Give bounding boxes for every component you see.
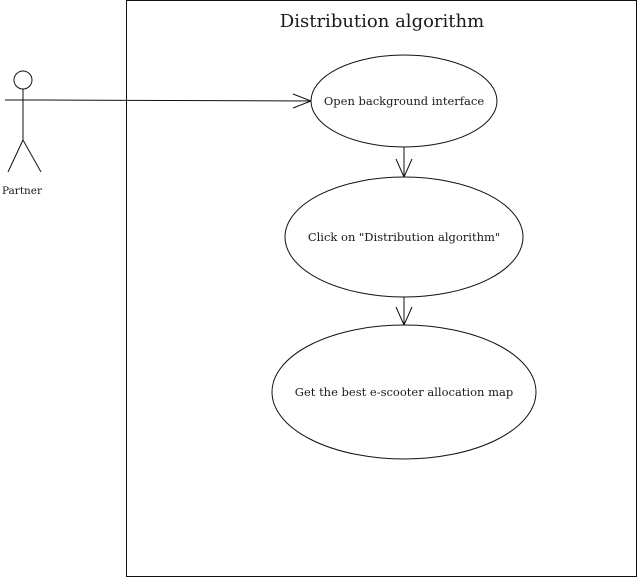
use-case-ellipse [271, 324, 537, 460]
association-line [40, 99, 312, 102]
use-case-get-best-allocation-map: Get the best e-scooter allocation map [271, 324, 537, 460]
system-title: Distribution algorithm [280, 11, 484, 32]
actor-left-leg [7, 139, 24, 173]
use-case-click-distribution-algorithm: Click on "Distribution algorithm" [284, 176, 524, 298]
actor-right-leg [22, 139, 42, 173]
use-case-label: Click on "Distribution algorithm" [308, 230, 500, 244]
actor-name: Partner [2, 185, 43, 197]
actor-head [13, 70, 33, 90]
use-case-label: Open background interface [324, 94, 484, 108]
use-case-open-background-interface: Open background interface [310, 54, 498, 148]
use-case-label: Get the best e-scooter allocation map [295, 385, 513, 399]
actor-partner: Partner [2, 70, 43, 197]
